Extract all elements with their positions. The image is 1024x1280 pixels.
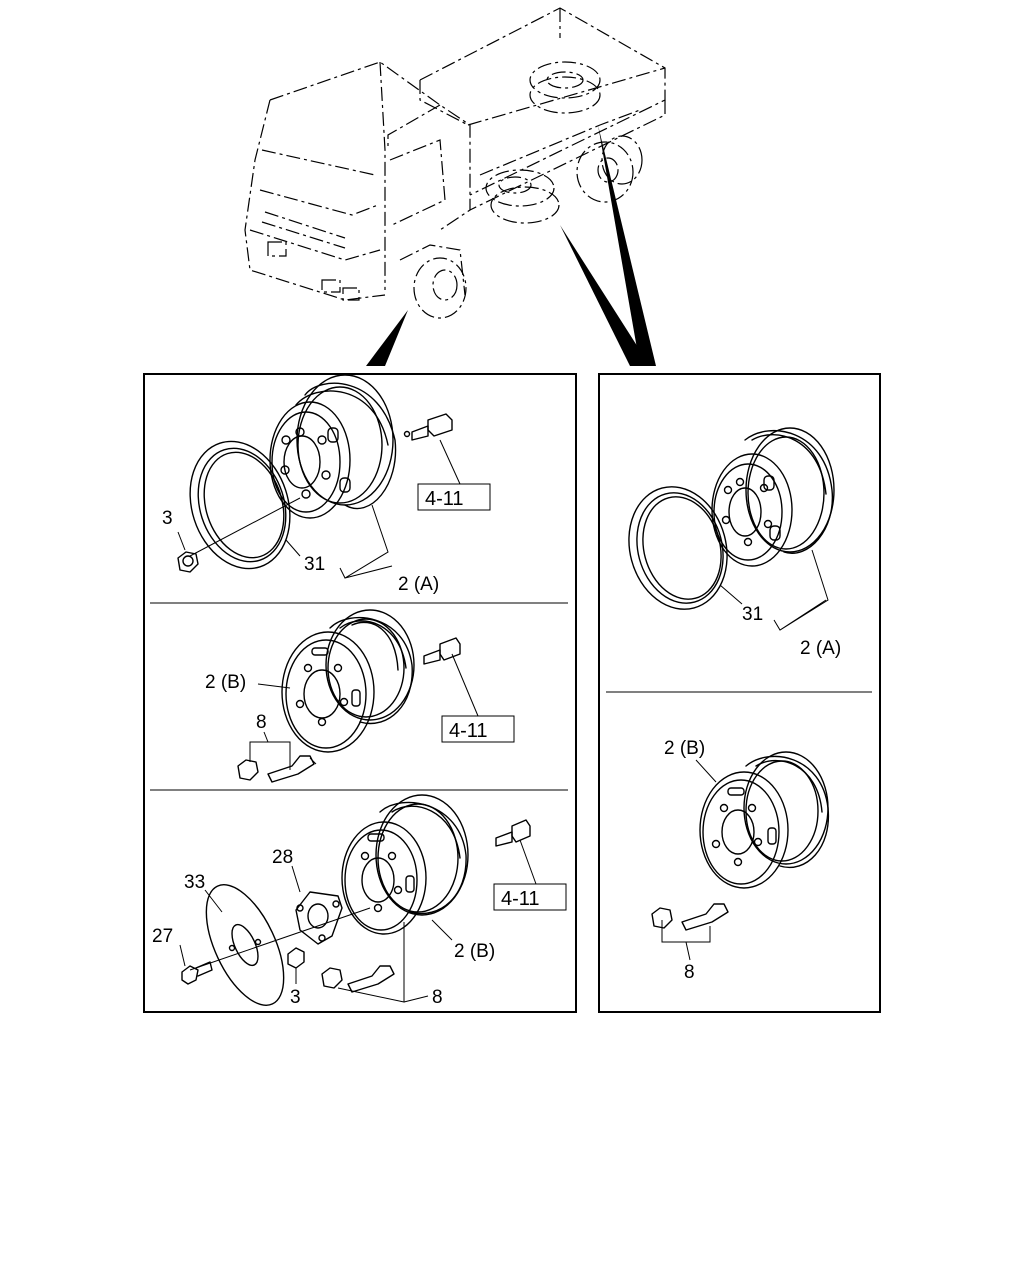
callout-p5-wheel: 2 (B) [664, 738, 705, 759]
callout-p1-nut: 3 [162, 508, 173, 529]
truck-illustration [244, 7, 666, 366]
callout-p4-wheel: 2 (A) [800, 638, 841, 659]
callout-p1-wheel: 2 (A) [398, 574, 439, 595]
callout-p2-bolt-ref: 4-11 [449, 720, 488, 742]
callout-p3-plate: 28 [272, 847, 293, 868]
panel-left [143, 373, 577, 1013]
section-2-wheel-b: 4-11 2 (B) 8 [205, 609, 515, 783]
callout-p3-valve: 8 [432, 987, 443, 1008]
section-3-wheel-b-disc: 4-11 33 27 28 3 8 2 (B) [152, 794, 567, 1008]
callout-p3-disc: 33 [184, 872, 205, 893]
callout-p2-wheel: 2 (B) [205, 672, 246, 693]
callout-p1-ring: 31 [304, 554, 325, 575]
section-1-wheel-a: 4-11 3 31 2 (A) [162, 374, 491, 595]
callout-p4-ring: 31 [742, 604, 763, 625]
callout-p3-bolt: 27 [152, 926, 173, 947]
callout-p1-bolt-ref: 4-11 [425, 488, 464, 510]
callout-p3-bolt-ref: 4-11 [501, 888, 540, 910]
panel-right [598, 373, 881, 1013]
section-5-wheel-b: 2 (B) 8 [651, 738, 830, 983]
callout-p3-nut: 3 [290, 987, 301, 1008]
section-4-wheel-a: 31 2 (A) [628, 427, 841, 659]
callout-p5-valve: 8 [684, 962, 695, 983]
callout-p3-wheel: 2 (B) [454, 941, 495, 962]
callout-p2-valve: 8 [256, 712, 267, 733]
